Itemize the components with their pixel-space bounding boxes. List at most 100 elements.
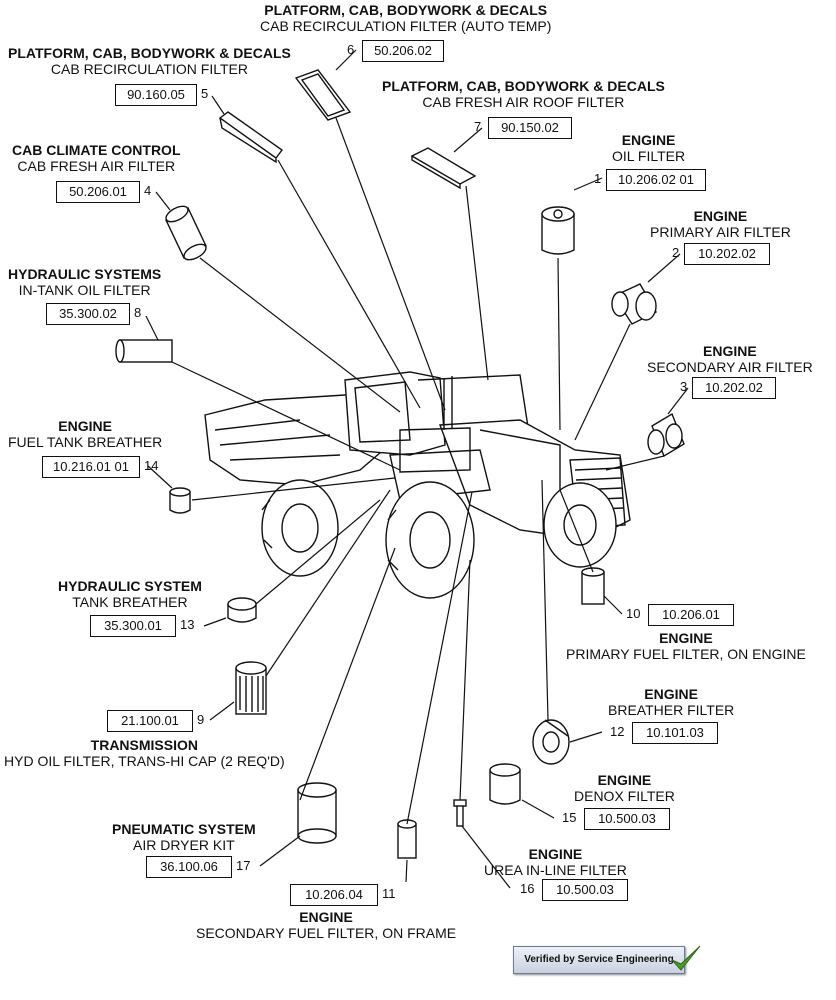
callout-description: TANK BREATHER bbox=[72, 594, 188, 610]
fuel-tank-breather-icon bbox=[169, 487, 191, 514]
cab-fresh-air-filter-icon bbox=[165, 205, 207, 261]
part-number-box: 90.160.05 bbox=[115, 84, 197, 106]
callout-description: PRIMARY AIR FILTER bbox=[650, 224, 791, 240]
part-number-box: 10.500.03 bbox=[542, 879, 628, 901]
part-number-box: 10.202.02 bbox=[684, 243, 770, 265]
callout-category: ENGINE bbox=[693, 208, 748, 224]
callout-category: ENGINE bbox=[597, 772, 652, 788]
callout-category: PNEUMATIC SYSTEM bbox=[112, 821, 256, 837]
callout-number: 5 bbox=[201, 86, 209, 101]
urea-inline-filter-icon bbox=[453, 799, 467, 827]
callout-description: UREA IN-LINE FILTER bbox=[484, 862, 627, 878]
callout-category: PLATFORM, CAB, BODYWORK & DECALS bbox=[382, 78, 665, 94]
hyd-oil-filter-icon bbox=[235, 661, 267, 715]
cab-recirculation-auto-temp-filter-icon bbox=[294, 69, 352, 121]
callout-description: CAB RECIRCULATION FILTER bbox=[50, 61, 248, 77]
part-number-box: 50.206.01 bbox=[56, 181, 140, 203]
verified-badge: Verified by Service Engineering bbox=[513, 946, 685, 974]
callout-number: 2 bbox=[672, 245, 680, 260]
callout-description: DENOX FILTER bbox=[574, 788, 675, 804]
callout-category: ENGINE bbox=[528, 846, 583, 862]
part-number-box: 50.206.02 bbox=[362, 40, 444, 62]
part-number-box: 35.300.02 bbox=[46, 303, 130, 325]
checkmark-icon bbox=[671, 945, 701, 971]
cab-fresh-air-roof-filter-icon bbox=[410, 147, 477, 190]
secondary-fuel-filter-icon bbox=[397, 819, 417, 859]
callout-category: PLATFORM, CAB, BODYWORK & DECALS bbox=[8, 45, 291, 61]
denox-filter-icon bbox=[489, 763, 521, 805]
part-number-box: 90.150.02 bbox=[488, 117, 572, 139]
callout-description: CAB FRESH AIR ROOF FILTER bbox=[422, 94, 625, 110]
hydraulic-tank-breather-icon bbox=[227, 597, 257, 623]
callout-description: BREATHER FILTER bbox=[608, 702, 735, 718]
callout-number: 15 bbox=[562, 810, 577, 825]
callout-number: 8 bbox=[134, 305, 142, 320]
callout-category: TRANSMISSION bbox=[90, 737, 198, 753]
callout-number: 10 bbox=[626, 606, 641, 621]
callout-category: HYDRAULIC SYSTEMS bbox=[8, 266, 162, 282]
callout-category: ENGINE bbox=[703, 343, 757, 359]
callout-number: 6 bbox=[347, 42, 355, 57]
machine-wheels bbox=[261, 479, 617, 599]
callout-description: CAB FRESH AIR FILTER bbox=[17, 158, 176, 174]
part-number-box: 10.500.03 bbox=[584, 808, 670, 830]
callout-description: PRIMARY FUEL FILTER, ON ENGINE bbox=[566, 646, 806, 662]
in-tank-oil-filter-icon bbox=[115, 339, 173, 363]
air-dryer-kit-icon bbox=[297, 782, 337, 844]
part-number-box: 10.206.02 01 bbox=[606, 169, 706, 191]
part-number-box: 10.216.01 01 bbox=[42, 456, 140, 478]
callout-number: 13 bbox=[180, 617, 195, 632]
callout-category: CAB CLIMATE CONTROL bbox=[12, 142, 181, 158]
engine-breather-filter-icon bbox=[532, 719, 570, 765]
callout-number: 16 bbox=[520, 881, 535, 896]
part-number-box: 10.101.03 bbox=[632, 722, 718, 744]
callout-category: ENGINE bbox=[621, 132, 676, 148]
part-number-box: 10.202.02 bbox=[692, 377, 776, 399]
leader-lines bbox=[145, 49, 689, 889]
callout-description: AIR DRYER KIT bbox=[132, 837, 235, 853]
callout-description: IN-TANK OIL FILTER bbox=[18, 282, 151, 298]
part-number-box: 10.206.01 bbox=[648, 604, 734, 626]
callout-category: HYDRAULIC SYSTEM bbox=[58, 578, 202, 594]
callout-number: 3 bbox=[680, 379, 688, 394]
callout-number: 4 bbox=[144, 183, 152, 198]
callout-description: SECONDARY AIR FILTER bbox=[647, 359, 813, 375]
callout-description: OIL FILTER bbox=[612, 148, 686, 164]
callout-number: 14 bbox=[144, 458, 159, 473]
callout-category: PLATFORM, CAB, BODYWORK & DECALS bbox=[264, 2, 548, 18]
part-number-box: 35.300.01 bbox=[90, 615, 176, 637]
oil-filter-icon bbox=[541, 206, 575, 255]
callout-category: ENGINE bbox=[659, 630, 713, 646]
callout-description: HYD OIL FILTER, TRANS-HI CAP (2 REQ'D) bbox=[4, 753, 285, 769]
callout-number: 9 bbox=[197, 712, 205, 727]
secondary-air-filter-icon bbox=[647, 412, 685, 458]
cab-recirculation-filter-icon bbox=[218, 111, 283, 164]
callout-category: ENGINE bbox=[644, 686, 698, 702]
primary-air-filter-icon bbox=[611, 283, 657, 325]
callout-category: ENGINE bbox=[299, 909, 353, 925]
primary-fuel-filter-icon bbox=[581, 567, 605, 605]
part-number-box: 10.206.04 bbox=[290, 884, 378, 906]
callout-description: FUEL TANK BREATHER bbox=[8, 434, 163, 450]
callout-description: CAB RECIRCULATION FILTER (AUTO TEMP) bbox=[260, 18, 552, 34]
callout-number: 12 bbox=[610, 724, 625, 739]
callout-number: 7 bbox=[474, 119, 482, 134]
callout-number: 11 bbox=[382, 886, 396, 901]
